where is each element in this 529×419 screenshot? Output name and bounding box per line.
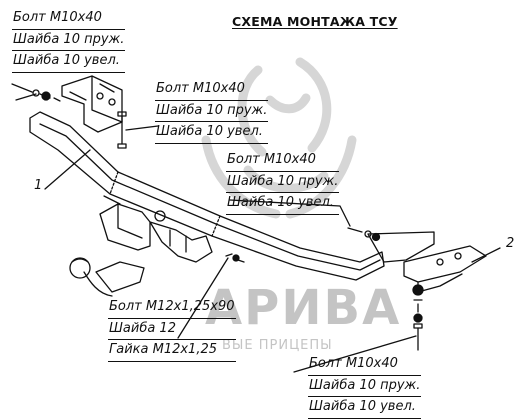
drawing-title: СХЕМА МОНТАЖА ТСУ	[232, 14, 398, 29]
part-number-1: 1	[34, 178, 43, 193]
callout-mid-right: Болт М10х40 Шайба 10 пруж. Шайба 10 увел…	[226, 150, 340, 215]
mid-bolt	[117, 111, 127, 149]
ball-mount	[69, 195, 245, 297]
callout-line: Болт М12х1,25х90	[108, 297, 236, 319]
callout-line: Болт М10х40	[308, 354, 422, 376]
left-bracket	[61, 75, 123, 133]
callout-line: Болт М10х40	[12, 8, 126, 30]
callout-line: Гайка М12х1,25	[108, 340, 236, 362]
callout-line: Шайба 10 пруж.	[308, 376, 422, 397]
callout-top-left: Болт М10х40 Шайба 10 пруж. Шайба 10 увел…	[12, 8, 126, 73]
callout-line: Болт М10х40	[226, 150, 340, 172]
callout-line: Болт М10х40	[155, 79, 269, 101]
part-number-2: 2	[506, 236, 515, 251]
callout-line: Шайба 12	[108, 319, 236, 340]
callout-line: Шайба 10 пруж.	[12, 30, 126, 51]
watermark-brand: АРИВА	[205, 280, 402, 336]
callout-line: Шайба 10 увел.	[226, 193, 340, 215]
callout-bottom-right: Болт М10х40 Шайба 10 пруж. Шайба 10 увел…	[308, 354, 422, 419]
callout-line: Шайба 10 увел.	[155, 122, 269, 144]
leader-lines	[15, 93, 501, 373]
right-bracket	[367, 231, 487, 351]
callout-bottom-left: Болт М12х1,25х90 Шайба 12 Гайка М12х1,25	[108, 297, 236, 362]
callout-line: Шайба 10 увел.	[308, 397, 422, 419]
mid-right-bolts	[347, 227, 381, 242]
top-left-bolts	[11, 83, 61, 102]
watermark-tagline: ВЫЕ ПРИЦЕПЫ	[222, 338, 333, 353]
callout-line: Шайба 10 пруж.	[155, 101, 269, 122]
callout-line: Шайба 10 пруж.	[226, 172, 340, 193]
callout-top-mid: Болт М10х40 Шайба 10 пруж. Шайба 10 увел…	[155, 79, 269, 144]
callout-line: Шайба 10 увел.	[12, 51, 126, 73]
